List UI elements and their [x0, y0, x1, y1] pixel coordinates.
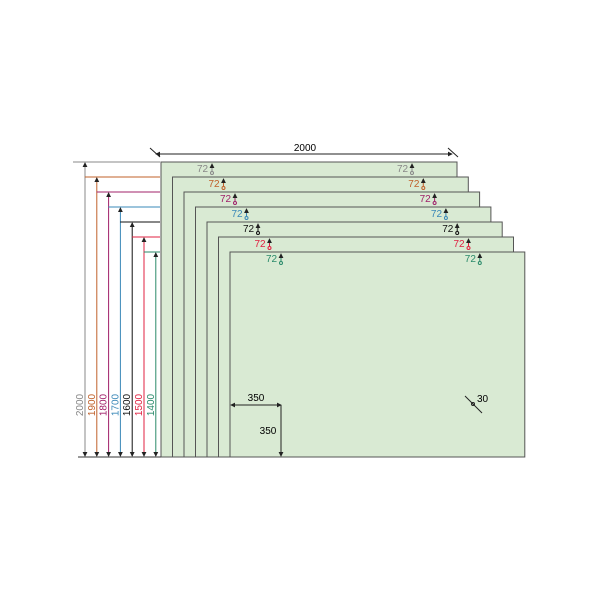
- height-label: 1800: [99, 393, 110, 416]
- gap-label: 72: [220, 194, 232, 205]
- hole-diameter-label: 30: [477, 394, 489, 405]
- hole-offset-x-label: 350: [248, 393, 265, 404]
- panel-1400: 72 72: [229, 251, 526, 458]
- gap-label: 72: [442, 224, 454, 235]
- height-label: 1500: [134, 393, 145, 416]
- hole-marker-icon: [279, 261, 283, 265]
- hole-marker-icon: [233, 201, 237, 205]
- gap-label: 72: [454, 239, 466, 250]
- height-label: 1600: [122, 393, 133, 416]
- height-label: 2000: [75, 393, 86, 416]
- hole-marker-icon: [221, 186, 226, 190]
- hole-marker-icon: [466, 246, 471, 250]
- hole-marker-icon: [256, 231, 260, 235]
- height-label: 1700: [110, 393, 121, 416]
- hole-offset-dimensions: 350 350: [230, 393, 284, 457]
- gap-label: 72: [420, 194, 432, 205]
- gap-label: 72: [266, 254, 278, 265]
- gap-label: 72: [255, 239, 267, 250]
- height-label: 1400: [146, 393, 157, 416]
- width-dimension: 2000: [149, 143, 459, 158]
- hole-marker-icon: [244, 216, 249, 220]
- height-dimension-1800: 1800: [96, 191, 160, 458]
- hole-marker-icon: [210, 171, 214, 175]
- height-dimension-1700: 1700: [108, 206, 160, 458]
- hole-marker-icon: [267, 246, 272, 250]
- panel-rect: [229, 251, 526, 458]
- hole-marker-icon: [443, 216, 448, 220]
- gap-label: 72: [197, 164, 209, 175]
- height-dimension-1400: 1400: [143, 251, 161, 458]
- hole-marker-icon: [432, 201, 437, 205]
- gap-label: 72: [465, 254, 477, 265]
- height-label: 1900: [87, 393, 98, 416]
- gap-label: 72: [408, 179, 420, 190]
- gap-label: 72: [232, 209, 244, 220]
- hole-icon: [471, 402, 475, 406]
- hole-diameter-dimension: 30: [464, 394, 489, 414]
- height-dimension-1600: 1600: [120, 221, 160, 458]
- width-label: 2000: [294, 143, 317, 154]
- hole-marker-icon: [455, 231, 460, 235]
- hole-marker-icon: [421, 186, 426, 190]
- gap-label: 72: [209, 179, 221, 190]
- hole-offset-y-label: 350: [260, 426, 277, 437]
- gap-label: 72: [397, 164, 409, 175]
- gap-label: 72: [431, 209, 443, 220]
- hole-marker-icon: [477, 261, 482, 265]
- gap-label: 72: [243, 224, 255, 235]
- hole-marker-icon: [410, 171, 414, 175]
